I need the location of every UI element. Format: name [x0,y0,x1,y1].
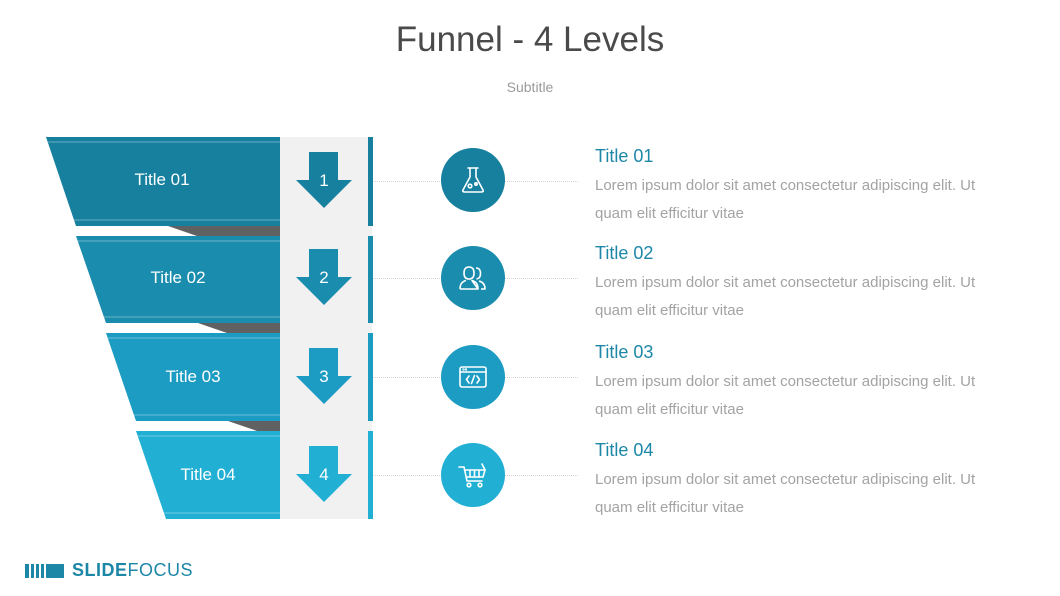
down-arrow-3 [296,348,352,404]
down-arrow-1 [296,152,352,208]
down-arrow-2 [296,249,352,305]
accent-bar-3 [368,333,373,421]
slidefocus-logo: SLIDEFOCUS [25,560,193,581]
funnel-level-label: Title 02 [150,268,206,287]
down-arrow-4 [296,446,352,502]
accent-bar-2 [368,236,373,323]
item-description: Lorem ipsum dolor sit amet consectetur a… [595,177,976,222]
funnel-level-4 [136,431,280,519]
accent-bar-4 [368,431,373,519]
item-title: Title 01 [595,146,654,166]
funnel-level-1 [46,137,280,226]
level-shadow-2 [198,323,280,333]
funnel-level-3 [106,333,280,421]
users-icon [441,246,505,310]
funnel-level-label: Title 03 [165,367,221,386]
funnel-level-label: Title 04 [180,465,236,484]
item-description: Lorem ipsum dolor sit amet consectetur a… [595,274,976,319]
flask-icon [441,148,505,212]
item-description: Lorem ipsum dolor sit amet consectetur a… [595,373,976,418]
level-number: 1 [319,171,329,190]
level-number: 4 [319,465,329,484]
level-number: 2 [319,268,329,287]
logo-text-bold: SLIDE [72,560,128,580]
level-number: 3 [319,367,329,386]
page-title: Funnel - 4 Levels [395,20,665,59]
funnel-level-label: Title 01 [134,170,190,189]
level-shadow-1 [168,226,280,236]
level-shadow-3 [228,421,280,431]
accent-bar-1 [368,137,373,226]
shopping-cart-icon [441,443,505,507]
funnel-level-2 [76,236,280,323]
item-title: Title 04 [595,440,654,460]
code-window-icon [441,345,505,409]
page-subtitle: Subtitle [506,79,554,95]
item-description: Lorem ipsum dolor sit amet consectetur a… [595,471,976,516]
item-title: Title 02 [595,243,654,263]
logo-bars-icon [25,563,66,578]
item-title: Title 03 [595,342,654,362]
logo-text-light: FOCUS [127,560,194,580]
